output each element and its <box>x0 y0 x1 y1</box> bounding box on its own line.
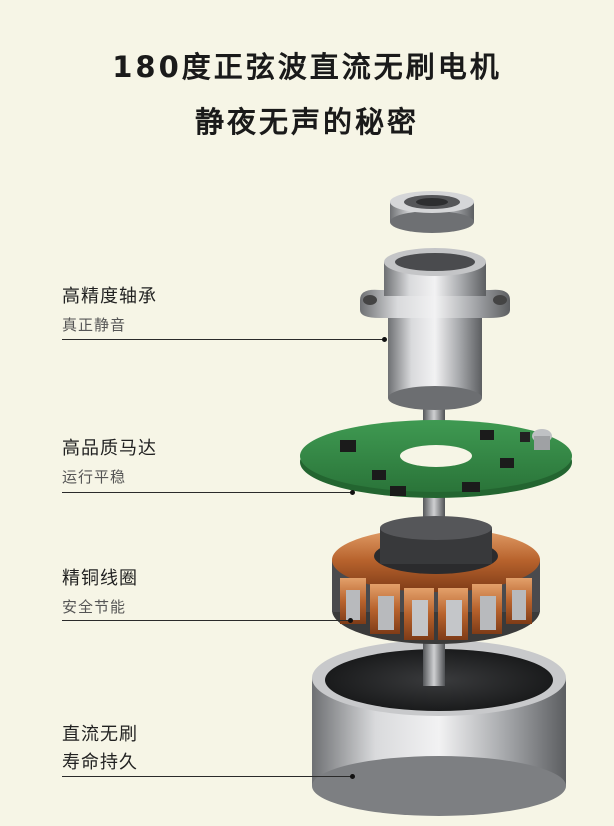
rotor-cylinder <box>312 640 566 816</box>
callout-brushless-title: 直流无刷 <box>62 724 138 745</box>
callout-motor-subtitle: 运行平稳 <box>62 468 127 486</box>
callout-brushless-line <box>62 776 352 777</box>
bearing-housing <box>360 248 510 410</box>
callout-motor-dot <box>350 490 355 495</box>
headline-line1: 180度正弦波直流无刷电机 <box>112 50 502 84</box>
callout-bearing-subtitle: 真正静音 <box>62 316 127 334</box>
headline-line2: 静夜无声的秘密 <box>194 105 419 139</box>
callout-bearing-dot <box>382 337 387 342</box>
callout-brushless-subtitle: 寿命持久 <box>62 752 138 773</box>
callout-brushless-dot <box>350 774 355 779</box>
callout-bearing-line <box>62 339 384 340</box>
callout-coil-subtitle: 安全节能 <box>62 598 127 616</box>
bearing <box>390 191 474 233</box>
callout-coil-title: 精铜线圈 <box>62 568 138 589</box>
callout-coil-dot <box>348 618 353 623</box>
callout-motor-title: 高品质马达 <box>62 438 157 459</box>
callout-motor-line <box>62 492 352 493</box>
circuit-board <box>300 420 572 498</box>
callout-bearing-title: 高精度轴承 <box>62 286 157 307</box>
callout-coil-line <box>62 620 350 621</box>
copper-coil-stator <box>332 516 540 644</box>
